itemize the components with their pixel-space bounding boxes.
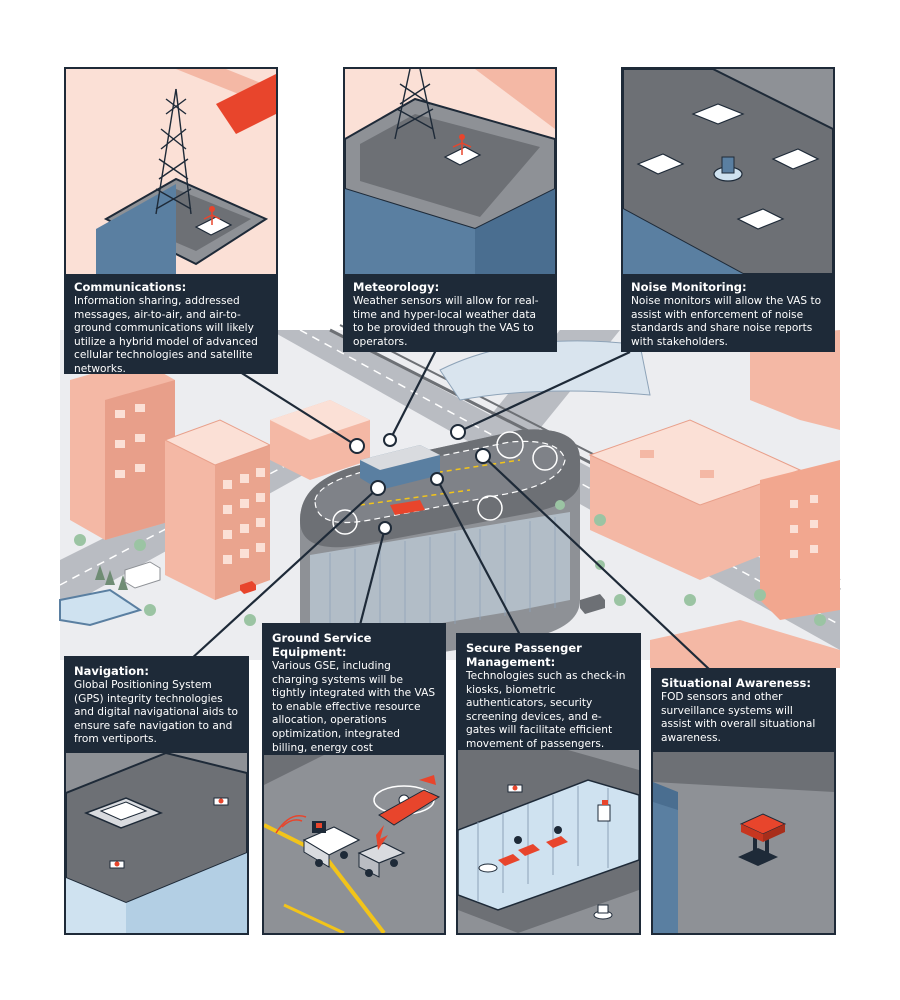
- vehicles: [124, 561, 605, 614]
- gse-title: Ground Service Equipment:: [272, 631, 372, 659]
- panel-situational-awareness: Situational Awareness: FOD sensors and o…: [651, 668, 836, 935]
- communications-body: Information sharing, addressed messages,…: [74, 295, 258, 374]
- caption-navigation: Navigation: Global Positioning System (G…: [66, 658, 247, 753]
- panel-ground-service-equipment: Ground Service Equipment: Various GSE, i…: [262, 623, 446, 935]
- awareness-title: Situational Awareness:: [661, 676, 811, 690]
- panel-secure-passenger-management: Secure Passenger Management: Technologie…: [456, 633, 641, 935]
- gse-body: Various GSE, including charging systems …: [272, 660, 436, 767]
- noise-illustration: [623, 69, 833, 274]
- passenger-title: Secure Passenger Management:: [466, 641, 582, 669]
- caption-communications: Communications: Information sharing, add…: [66, 274, 276, 372]
- awareness-illustration: [653, 752, 834, 933]
- caption-gse: Ground Service Equipment: Various GSE, i…: [264, 625, 444, 767]
- building-right-low: [588, 419, 802, 580]
- passenger-body: Technologies such as check-in kiosks, bi…: [466, 670, 626, 750]
- caption-meteorology: Meteorology: Weather sensors will allow …: [345, 274, 555, 350]
- noise-body: Noise monitors will allow the VAS to ass…: [631, 295, 822, 348]
- panel-navigation: Navigation: Global Positioning System (G…: [64, 656, 249, 935]
- awareness-body: FOD sensors and other surveillance syste…: [661, 691, 816, 744]
- building-left-low: [270, 400, 370, 480]
- meteorology-body: Weather sensors will allow for real-time…: [353, 295, 539, 348]
- connector-nodes: [349, 424, 491, 535]
- navigation-title: Navigation:: [74, 664, 149, 678]
- communications-title: Communications:: [74, 280, 187, 294]
- building-right-bottom: [650, 620, 840, 668]
- caption-awareness: Situational Awareness: FOD sensors and o…: [653, 670, 834, 752]
- passenger-illustration: [458, 750, 639, 933]
- building-right-tall: [750, 330, 840, 620]
- navigation-body: Global Positioning System (GPS) integrit…: [74, 679, 239, 746]
- panel-noise-monitoring: Noise Monitoring: Noise monitors will al…: [621, 67, 835, 352]
- caption-passenger: Secure Passenger Management: Technologie…: [458, 635, 639, 750]
- communications-illustration: [66, 69, 276, 274]
- plaza-pad: [59, 588, 143, 627]
- meteorology-title: Meteorology:: [353, 280, 440, 294]
- meteorology-illustration: [345, 69, 555, 274]
- noise-title: Noise Monitoring:: [631, 280, 747, 294]
- navigation-illustration: [66, 753, 247, 933]
- gse-illustration: [264, 755, 444, 933]
- building-left-tall: [70, 360, 175, 540]
- caption-noise-monitoring: Noise Monitoring: Noise monitors will al…: [623, 274, 833, 350]
- connector-lines: [189, 349, 711, 671]
- building-left-mid: [163, 419, 272, 600]
- panel-communications: Communications: Information sharing, add…: [64, 67, 278, 374]
- panel-meteorology: Meteorology: Weather sensors will allow …: [343, 67, 557, 352]
